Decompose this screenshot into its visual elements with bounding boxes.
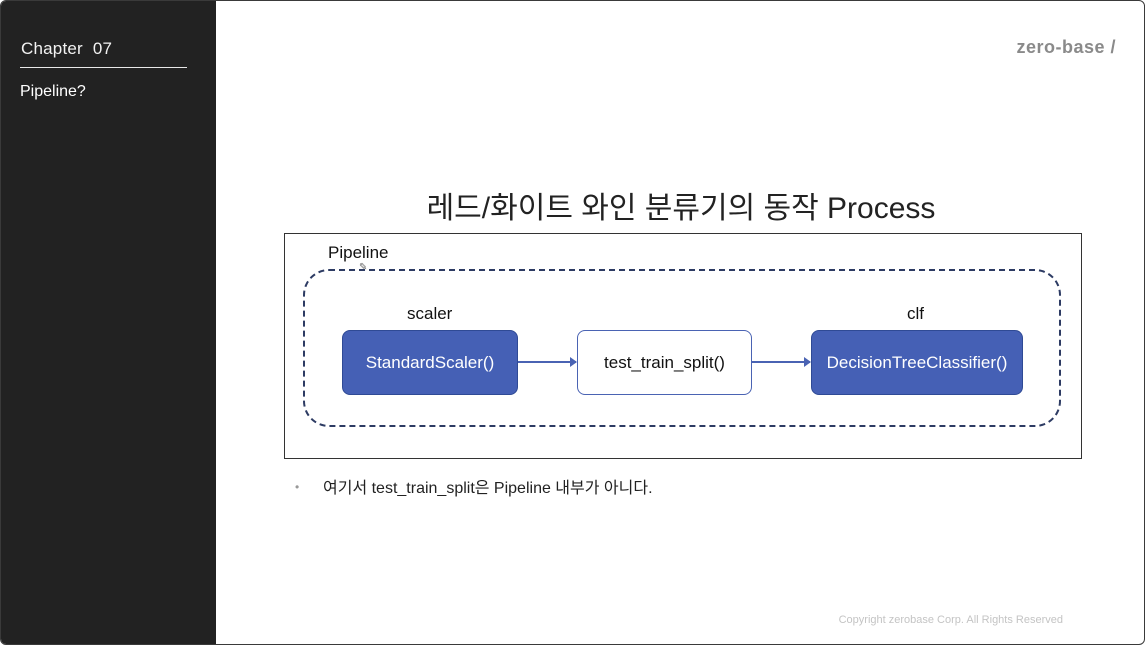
chapter-heading: Chapter 07 — [21, 39, 112, 59]
bullet-icon: • — [295, 480, 300, 494]
brand-logo: zero-base / — [1016, 37, 1116, 57]
arrow-scaler-to-split — [518, 357, 577, 367]
step-label-clf: clf — [907, 304, 924, 323]
section-title: Pipeline? — [20, 83, 86, 100]
chapter-divider — [20, 67, 187, 68]
chapter-label: Chapter — [21, 39, 83, 58]
bullet-note: 여기서 test_train_split은 Pipeline 내부가 아니다. — [323, 480, 653, 497]
slide-title: 레드/화이트 와인 분류기의 동작 Process — [426, 192, 936, 225]
node-standard-scaler: StandardScaler() — [342, 330, 518, 395]
pipeline-label: Pipeline — [328, 243, 389, 262]
sidebar: Chapter 07 Pipeline? — [1, 1, 216, 644]
step-label-scaler: scaler — [407, 304, 453, 323]
pencil-cursor-icon: ✎ — [359, 262, 368, 273]
diagram-frame — [284, 233, 1082, 459]
pipeline-boundary — [303, 269, 1061, 427]
node-test-train-split: test_train_split() — [577, 330, 752, 395]
copyright-notice: Copyright zerobase Corp. All Rights Rese… — [838, 614, 1063, 626]
arrow-split-to-clf — [752, 357, 811, 367]
node-decision-tree-classifier: DecisionTreeClassifier() — [811, 330, 1023, 395]
chapter-number: 07 — [92, 39, 113, 58]
